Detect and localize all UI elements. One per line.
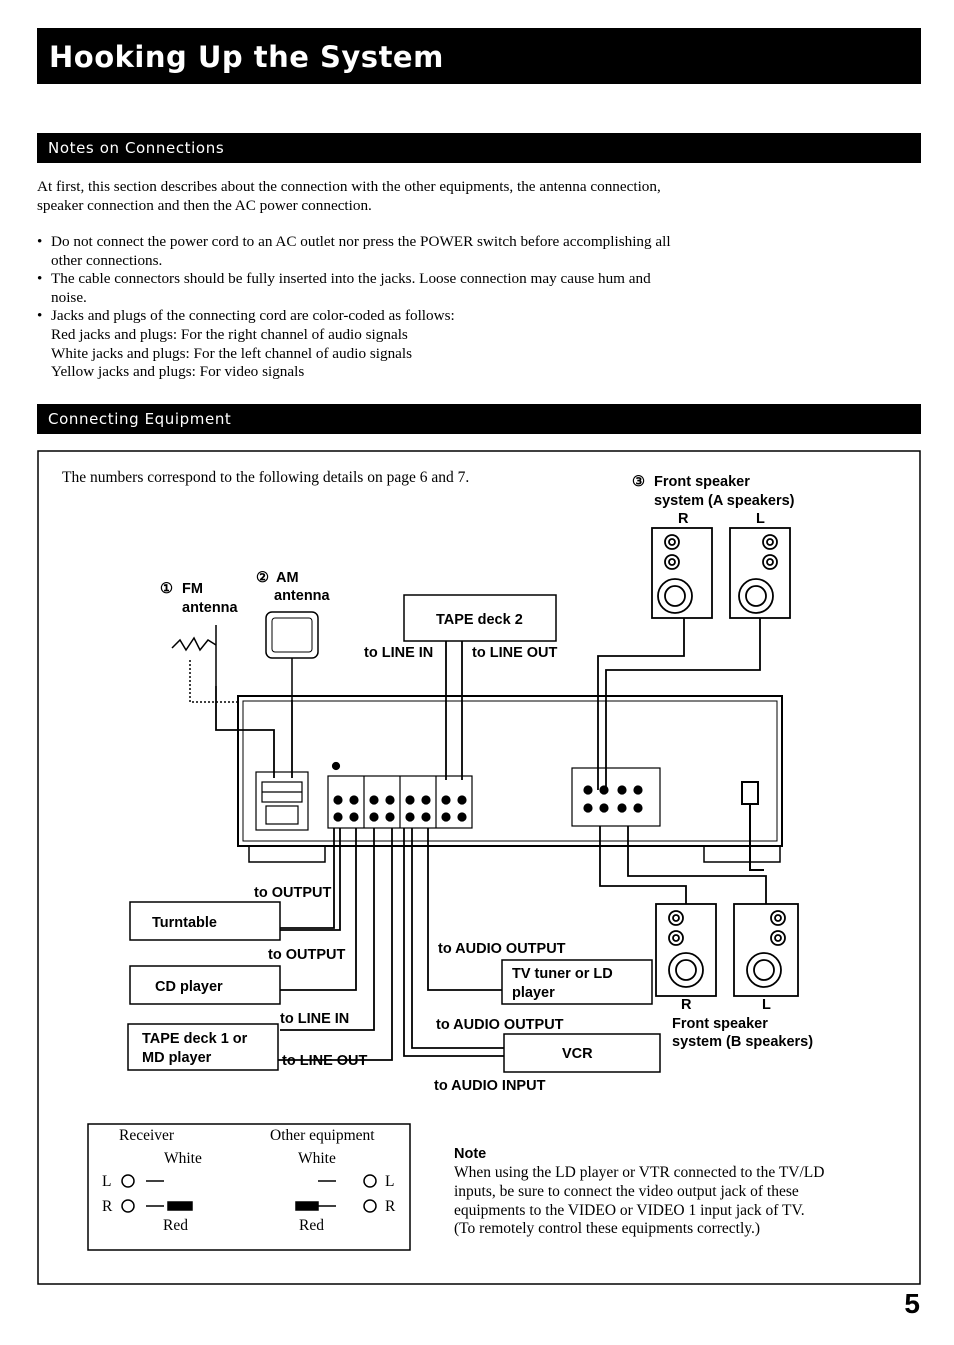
to-output-label: to OUTPUT — [254, 885, 331, 901]
legend-l: L — [102, 1173, 111, 1190]
bullet-line: noise. — [51, 288, 87, 306]
front-b-r: R — [681, 997, 692, 1013]
legend-l: L — [385, 1173, 394, 1190]
front-a-r: R — [678, 511, 689, 527]
list-item: The cable connectors should be fully ins… — [37, 270, 787, 307]
front-speakers-b — [655, 903, 799, 997]
front-b-l: L — [762, 997, 771, 1013]
to-output-label: to OUTPUT — [268, 947, 345, 963]
front-a-label-1: Front speaker — [654, 474, 750, 490]
vcr-label: VCR — [562, 1046, 593, 1062]
tape-deck-1-label-2: MD player — [142, 1050, 212, 1066]
tv-tuner-label-1: TV tuner or LD — [512, 966, 613, 982]
bullet-line: Do not connect the power cord to an AC o… — [51, 233, 671, 250]
tape-deck-1-box — [127, 1023, 279, 1071]
note-line: When using the LD player or VTR connecte… — [454, 1164, 824, 1181]
page-number: 5 — [904, 1288, 920, 1319]
tape-deck-1-label-1: TAPE deck 1 or — [142, 1031, 248, 1047]
fm-label: FM — [182, 581, 203, 597]
intro-line: At first, this section describes about t… — [37, 178, 661, 195]
list-item: Jacks and plugs of the connecting cord a… — [37, 307, 787, 381]
front-speakers-a — [651, 527, 791, 619]
am-label: AM — [276, 570, 299, 586]
legend-box — [87, 1123, 411, 1251]
to-line-in-label: to LINE IN — [280, 1011, 349, 1027]
to-line-out-label: to LINE OUT — [472, 645, 558, 661]
to-audio-output-label: to AUDIO OUTPUT — [436, 1017, 564, 1033]
note-line: (To remotely control these equipments co… — [454, 1220, 760, 1237]
tv-tuner-box — [501, 959, 653, 1005]
connection-cables — [215, 618, 767, 1061]
front-a-number: ③ — [632, 474, 645, 490]
to-audio-input-label: to AUDIO INPUT — [434, 1078, 546, 1094]
legend-receiver: Receiver — [119, 1127, 175, 1144]
note-line: equipments to the VIDEO or VIDEO 1 input… — [454, 1202, 805, 1219]
page-title: Hooking Up the System — [37, 28, 921, 84]
tape-deck-2-label: TAPE deck 2 — [436, 612, 523, 628]
bullet-line: Jacks and plugs of the connecting cord a… — [51, 307, 455, 325]
bullet-line: other connections. — [51, 251, 163, 269]
legend-r: R — [385, 1198, 396, 1215]
receiver-chassis — [237, 695, 783, 863]
vcr-box — [503, 1033, 661, 1073]
note-title: Note — [454, 1146, 486, 1162]
cd-player-box — [129, 965, 281, 1005]
am-number: ② — [256, 570, 269, 586]
tape-deck-2-box — [403, 594, 557, 642]
audio-jack-panel — [327, 761, 473, 829]
notes-bullet-list: Do not connect the power cord to an AC o… — [37, 233, 787, 382]
am-antenna-icon — [265, 611, 319, 700]
power-cord — [741, 781, 764, 871]
to-audio-output-label: to AUDIO OUTPUT — [438, 941, 566, 957]
legend-other-equipment: Other equipment — [270, 1127, 375, 1144]
legend-r: R — [102, 1198, 113, 1215]
tv-tuner-label-2: player — [512, 985, 555, 1001]
fm-antenna-icon — [171, 625, 240, 703]
front-b-label-2: system (B speakers) — [672, 1034, 813, 1050]
fm-number: ① — [160, 581, 173, 597]
bullet-line: Red jacks and plugs: For the right chann… — [51, 325, 408, 343]
legend-white: White — [298, 1150, 336, 1167]
front-a-label-2: system (A speakers) — [654, 493, 795, 509]
bullet-line: The cable connectors should be fully ins… — [51, 270, 651, 288]
am-antenna-label: antenna — [274, 588, 331, 604]
turntable-box — [129, 901, 281, 941]
legend-white: White — [164, 1150, 202, 1167]
diagram-intro: The numbers correspond to the following … — [62, 469, 469, 486]
legend-plugs — [121, 1174, 377, 1213]
legend-red: Red — [299, 1217, 324, 1234]
legend-red: Red — [163, 1217, 188, 1234]
bullet-line: White jacks and plugs: For the left chan… — [51, 344, 413, 362]
notes-intro: At first, this section describes about t… — [37, 177, 777, 215]
cd-player-label: CD player — [155, 979, 223, 995]
front-b-label-1: Front speaker — [672, 1016, 768, 1032]
speaker-terminal-panel — [571, 767, 661, 827]
diagram-frame — [37, 450, 921, 1285]
section-heading-notes: Notes on Connections — [37, 133, 921, 163]
front-a-l: L — [756, 511, 765, 527]
antenna-terminal — [255, 771, 309, 831]
to-line-in-label: to LINE IN — [364, 645, 433, 661]
to-line-out-label: to LINE OUT — [282, 1053, 368, 1069]
section-heading-connecting: Connecting Equipment — [37, 404, 921, 434]
intro-line: speaker connection and then the AC power… — [37, 197, 372, 214]
fm-antenna-label: antenna — [182, 600, 239, 616]
list-item: Do not connect the power cord to an AC o… — [37, 233, 787, 270]
bullet-line: Yellow jacks and plugs: For video signal… — [51, 363, 305, 381]
turntable-label: Turntable — [152, 915, 217, 931]
note-line: inputs, be sure to connect the video out… — [454, 1183, 799, 1200]
